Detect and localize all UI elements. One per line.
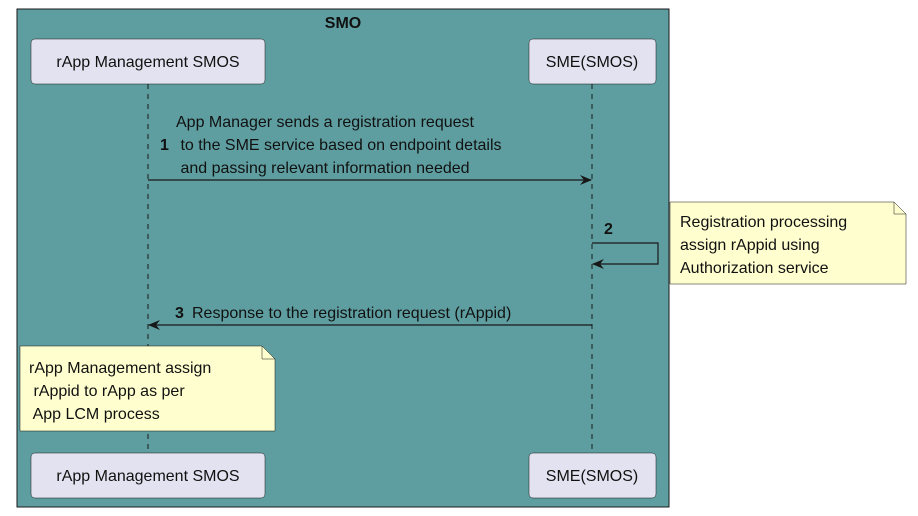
message-text-line: and passing relevant information needed [176, 160, 470, 177]
participant-label: rApp Management SMOS [56, 54, 239, 71]
participant-label: rApp Management SMOS [56, 468, 239, 485]
note-text-line: assign rAppid using [680, 237, 820, 254]
message-2: 2 [592, 221, 659, 269]
participant-sme-bottom[interactable]: SME(SMOS) [528, 452, 657, 499]
note-text-line: App LCM process [29, 406, 160, 423]
message-1: 1 App Manager sends a registration reque… [148, 114, 592, 185]
message-text-line: App Manager sends a registration request [176, 114, 475, 131]
participant-label: SME(SMOS) [546, 468, 638, 485]
message-text-line: to the SME service based on endpoint det… [176, 137, 502, 154]
note-registration-processing: Registration processing assign rAppid us… [669, 201, 907, 285]
message-3: 3 Response to the registration request (… [148, 305, 592, 330]
note-rapp-management-assign: rApp Management assign rAppid to rApp as… [19, 345, 276, 432]
note-text-line: rApp Management assign [29, 360, 211, 377]
participant-rapp-bottom[interactable]: rApp Management SMOS [30, 452, 266, 499]
note-text-line: Registration processing [680, 214, 847, 231]
message-number: 1 [160, 137, 169, 154]
participant-rapp-top[interactable]: rApp Management SMOS [30, 38, 266, 85]
message-text-line: Response to the registration request (rA… [192, 305, 511, 322]
message-number: 3 [175, 305, 184, 322]
note-text-line: Authorization service [680, 260, 829, 277]
participant-sme-top[interactable]: SME(SMOS) [528, 38, 657, 85]
message-self-arrow [592, 242, 659, 269]
smo-group-title: SMO [325, 15, 361, 32]
note-text-line: rAppid to rApp as per [29, 383, 185, 400]
message-number: 2 [604, 221, 613, 238]
participant-label: SME(SMOS) [546, 54, 638, 71]
